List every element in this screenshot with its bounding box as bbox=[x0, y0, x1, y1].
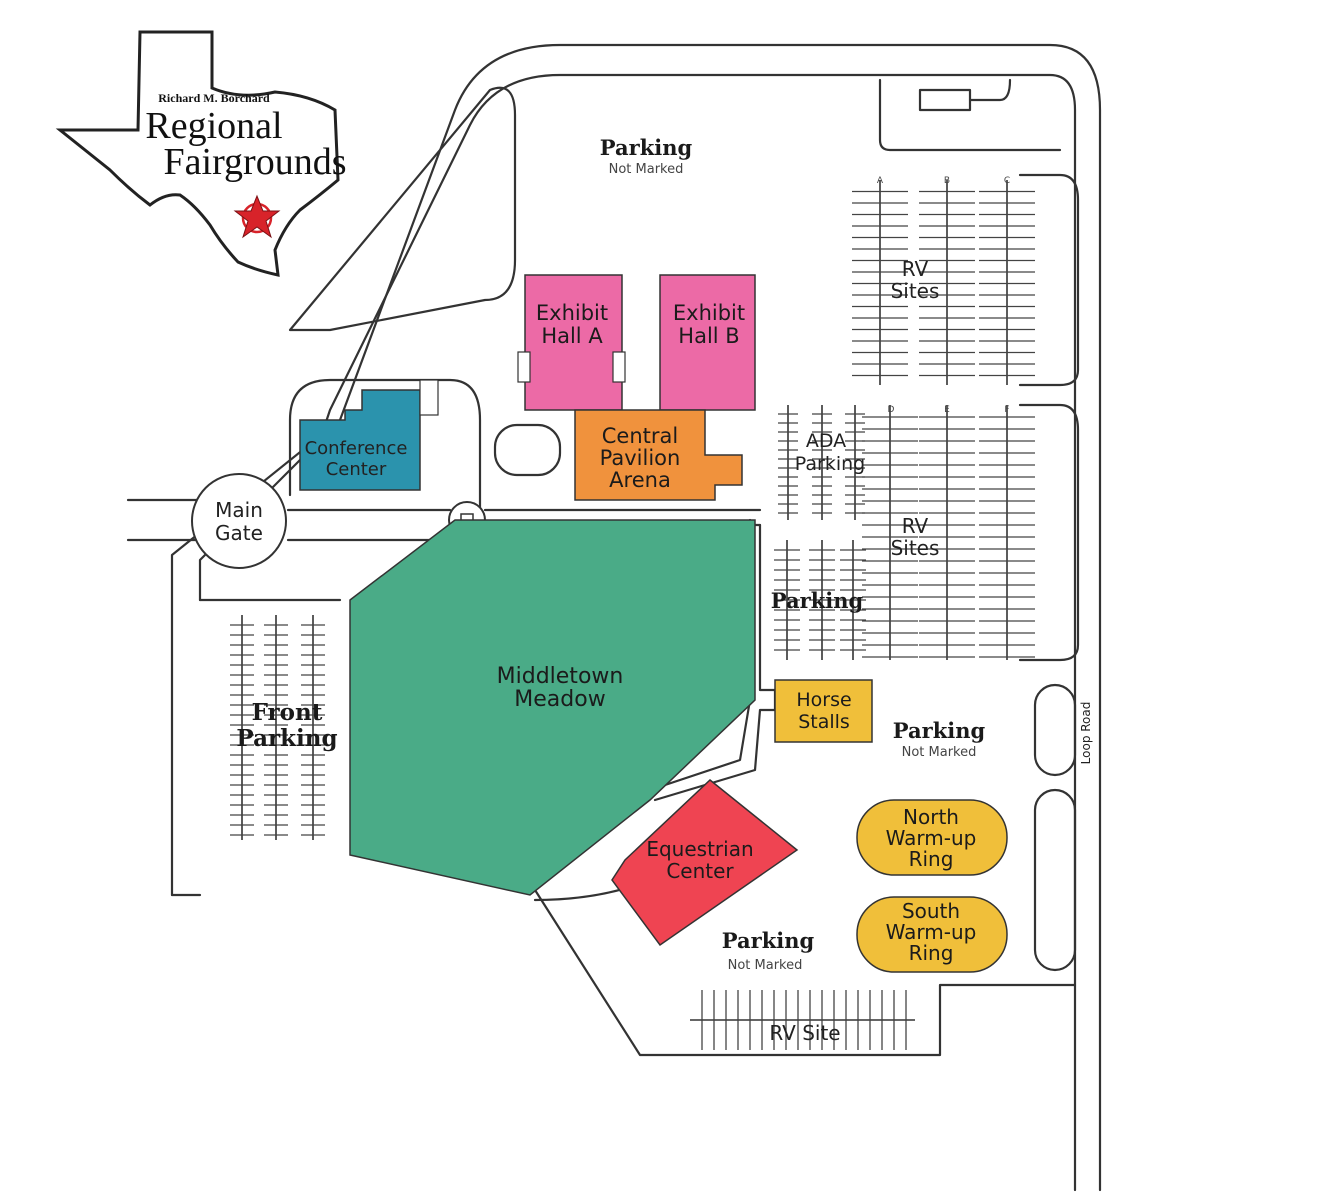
exhibit-hall-a[interactable]: Exhibit Hall A bbox=[517, 274, 626, 411]
rv-site-bottom-label: RV Site bbox=[769, 1021, 840, 1045]
south-ring-label-2: Warm-up bbox=[886, 920, 977, 944]
rv-row-b: B bbox=[944, 176, 950, 186]
north-ring-label-1: North bbox=[903, 805, 959, 829]
main-gate[interactable]: Main Gate bbox=[191, 473, 287, 569]
parking-bottom[interactable]: Parking Not Marked bbox=[722, 928, 815, 973]
equestrian-label-2: Center bbox=[666, 859, 734, 883]
conference-label-2: Center bbox=[326, 459, 387, 480]
parking-stalls bbox=[230, 180, 1035, 1050]
parking-top-sub: Not Marked bbox=[609, 162, 684, 177]
logo-line-1: Richard M. Borchard bbox=[158, 91, 270, 105]
logo-line-3: Fairgrounds bbox=[164, 141, 347, 183]
rv-row-f: F bbox=[1004, 405, 1009, 415]
exhibit-hall-b[interactable]: Exhibit Hall B bbox=[659, 274, 756, 411]
rv-sites-top-label-2: Sites bbox=[891, 279, 940, 303]
south-warmup-ring[interactable]: South Warm-up Ring bbox=[856, 896, 1008, 973]
meadow-label-1: Middletown bbox=[497, 664, 624, 689]
exhibit-a-label-1: Exhibit bbox=[536, 301, 608, 325]
front-parking-label-1: Front bbox=[252, 699, 323, 726]
south-ring-label-3: Ring bbox=[909, 941, 954, 965]
red-star-icon bbox=[233, 194, 281, 239]
equestrian-label-1: Equestrian bbox=[646, 837, 753, 861]
logo-line-2: Regional bbox=[145, 105, 282, 147]
pavilion-label-3: Arena bbox=[609, 468, 671, 492]
exhibit-b-label-2: Hall B bbox=[678, 324, 739, 348]
rv-sites-mid-label-1: RV bbox=[902, 514, 929, 538]
rv-row-letters: A B C D E F bbox=[877, 176, 1010, 415]
central-pavilion-arena[interactable]: Central Pavilion Arena bbox=[574, 409, 743, 501]
main-gate-label-1: Main bbox=[215, 498, 263, 522]
rv-sites-top[interactable]: RV Sites bbox=[891, 257, 940, 303]
horse-stalls-label-2: Stalls bbox=[798, 711, 850, 733]
horse-stalls[interactable]: Horse Stalls bbox=[774, 679, 873, 743]
parking-mid[interactable]: Parking bbox=[771, 588, 864, 613]
ada-parking[interactable]: ADA Parking bbox=[795, 430, 865, 475]
horse-stalls-label-1: Horse bbox=[796, 689, 851, 711]
fairgrounds-logo: Richard M. Borchard Regional Fairgrounds bbox=[55, 30, 347, 277]
conference-label-1: Conference bbox=[305, 438, 408, 459]
front-parking-label-2: Parking bbox=[236, 725, 337, 752]
parking-bottom-sub: Not Marked bbox=[728, 958, 803, 973]
exhibit-b-label-1: Exhibit bbox=[673, 301, 745, 325]
parking-bottom-label: Parking bbox=[722, 928, 815, 953]
north-warmup-ring[interactable]: North Warm-up Ring bbox=[856, 799, 1008, 876]
equestrian-center[interactable]: Equestrian Center bbox=[611, 779, 799, 947]
parking-right[interactable]: Parking Not Marked bbox=[893, 718, 986, 760]
ada-label-2: Parking bbox=[795, 453, 865, 475]
rv-row-c: C bbox=[1004, 176, 1010, 186]
oval-track bbox=[493, 423, 562, 477]
pavilion-label-2: Pavilion bbox=[600, 446, 681, 470]
parking-mid-label: Parking bbox=[771, 588, 864, 613]
parking-top-label: Parking bbox=[600, 135, 693, 160]
loop-road-label: Loop Road bbox=[1079, 702, 1093, 765]
south-ring-label-1: South bbox=[902, 899, 960, 923]
rv-site-bottom[interactable]: RV Site bbox=[769, 1021, 840, 1045]
middletown-meadow[interactable]: Middletown Meadow bbox=[349, 519, 756, 896]
meadow-label-2: Meadow bbox=[514, 687, 605, 712]
exhibit-a-label-2: Hall A bbox=[541, 324, 603, 348]
parking-right-label: Parking bbox=[893, 718, 986, 743]
rv-sites-mid-label-2: Sites bbox=[891, 536, 940, 560]
north-ring-label-2: Warm-up bbox=[886, 826, 977, 850]
main-gate-label-2: Gate bbox=[215, 521, 263, 545]
pavilion-label-1: Central bbox=[602, 424, 678, 448]
ada-label-1: ADA bbox=[806, 430, 846, 452]
north-ring-label-3: Ring bbox=[909, 847, 954, 871]
rv-row-d: D bbox=[888, 405, 895, 415]
front-parking[interactable]: Front Parking bbox=[236, 699, 337, 752]
conference-center[interactable]: Conference Center bbox=[299, 379, 439, 491]
rv-sites-mid[interactable]: RV Sites bbox=[891, 514, 940, 560]
rv-row-e: E bbox=[944, 405, 950, 415]
parking-top[interactable]: Parking Not Marked bbox=[600, 135, 693, 177]
rv-row-a: A bbox=[877, 176, 884, 186]
parking-right-sub: Not Marked bbox=[902, 745, 977, 760]
rv-sites-top-label-1: RV bbox=[902, 257, 929, 281]
